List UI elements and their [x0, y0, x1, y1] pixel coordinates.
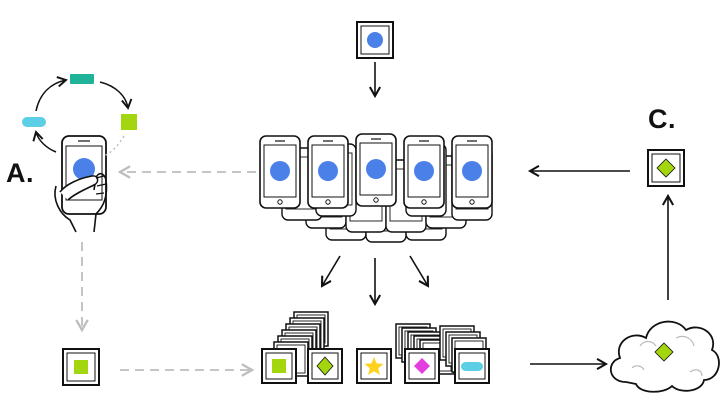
green-diamond-icon	[656, 158, 676, 178]
blue-circle-icon	[367, 32, 383, 48]
cloud-icon	[610, 320, 720, 393]
down-left-arrow	[320, 255, 341, 288]
green-diamond-icon	[654, 342, 674, 362]
green-diamond-tile-icon	[307, 348, 343, 384]
yellow-star-tile-icon	[356, 348, 392, 384]
green-square-tile-icon	[261, 348, 297, 384]
local-update-tile	[62, 348, 100, 386]
lime-square-icon	[121, 114, 137, 130]
down-right-arrow	[409, 255, 430, 288]
hand-holding-phone-icon	[54, 135, 108, 233]
central-model-tile	[356, 21, 394, 59]
cyan-pill-tile-icon	[454, 348, 490, 384]
label-a: A.	[6, 158, 34, 188]
shared-update-tile	[647, 149, 685, 187]
green-square-icon	[74, 360, 88, 374]
update-tiles-group	[261, 311, 490, 384]
phone-fleet-icon	[259, 133, 493, 243]
label-c: C.	[648, 104, 676, 134]
magenta-diamond-tile-icon	[404, 348, 440, 384]
teal-bar-icon	[70, 74, 94, 84]
local-training-cycle	[22, 74, 137, 157]
cyan-pill-icon	[22, 117, 46, 127]
